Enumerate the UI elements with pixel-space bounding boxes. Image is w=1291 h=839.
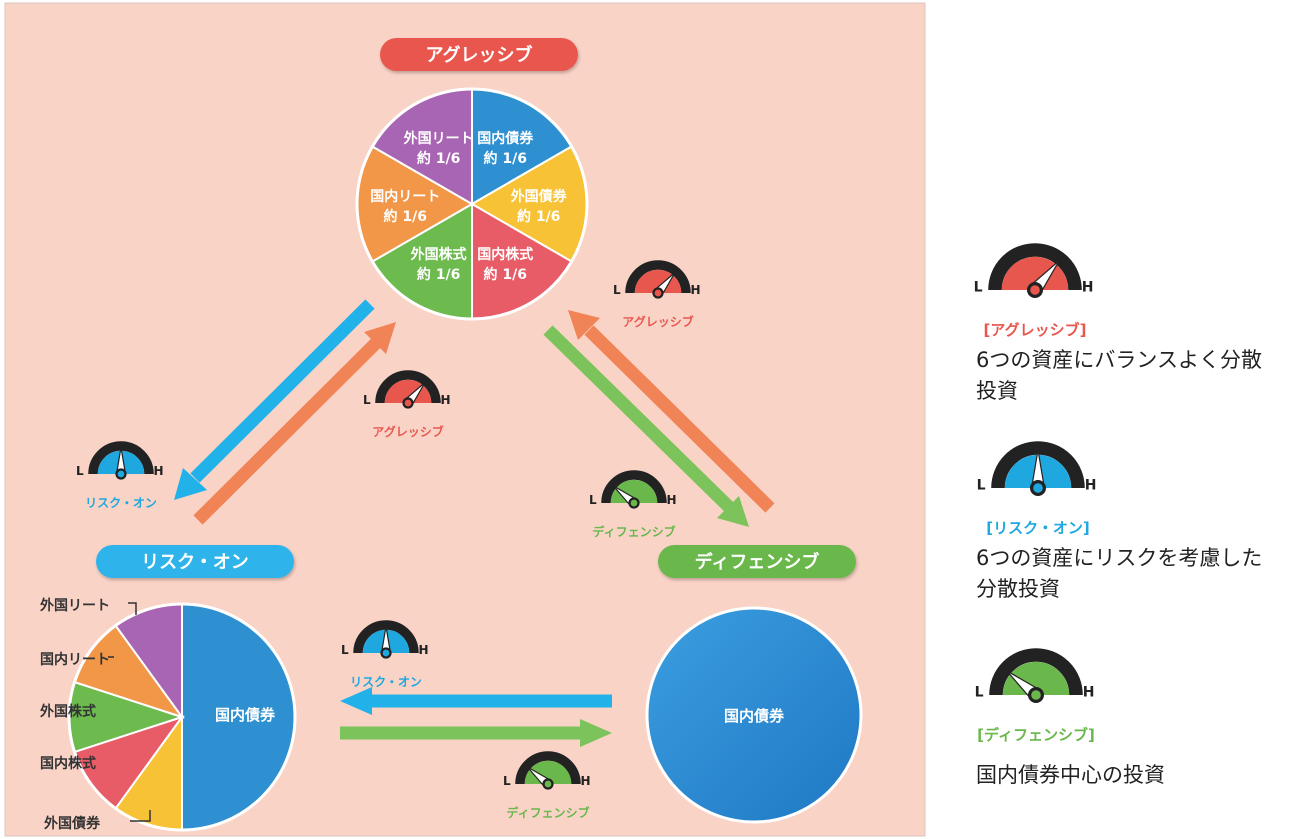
leader-line: [130, 810, 151, 822]
legend-desc-risk-on-line1: 6つの資産にリスクを考慮した: [976, 546, 1263, 570]
gauge-high-label: H: [1085, 477, 1097, 493]
leader-line: [128, 602, 137, 615]
gauge-high-label: H: [1082, 279, 1094, 295]
title-risk-on: リスク・オン: [141, 552, 249, 573]
gauge-high-label: H: [1083, 684, 1095, 700]
pie-risk-on-label-foreign-bond: 外国債券: [44, 815, 101, 832]
pie-aggressive-label-foreign-stock: 外国株式: [411, 246, 467, 263]
pie-risk-on-label-foreign-reit: 外国リート: [40, 597, 110, 614]
legend-desc-risk-on: 6つの資産にリスクを考慮した 分散投資: [976, 543, 1262, 605]
legend-desc-aggressive-line1: 6つの資産にバランスよく分散: [976, 348, 1262, 372]
gauge-high-label: H: [691, 283, 701, 297]
arrow-aggressive-to-defensive: [543, 325, 749, 527]
pie-risk-on: [67, 602, 297, 832]
title-aggressive: アグレッシブ: [425, 44, 532, 66]
pie-risk-on-label-domestic-stock: 国内株式: [40, 755, 96, 772]
gauge-defensive-icon: L H ディフェンシブ: [589, 470, 677, 539]
gauge-risk-on-icon: L H リスク・オン: [341, 620, 429, 689]
gauge-risk-on-icon: L H リスク・オン: [76, 441, 164, 510]
gauge-low-label: L: [341, 643, 349, 657]
title-pill-risk-on: [96, 545, 294, 578]
gauge-caption-defensive: [ディフェンシブ]: [977, 726, 1095, 744]
gauge-high-label: H: [419, 643, 429, 657]
gauge-low-label: L: [589, 493, 597, 507]
gauges-layer: L H アグレッシブ L H アグレッシブ L H リスク・オン L H ディフェンシブ L H リスク・オ…: [76, 243, 1097, 820]
pie-risk-on-label-foreign-stock: 外国株式: [40, 703, 96, 720]
gauge-high-label: H: [581, 774, 591, 788]
gauge-low-label: L: [503, 774, 511, 788]
pie-aggressive-share-foreign-bond: 約 1/6: [517, 208, 560, 225]
legend-desc-aggressive-line2: 投資: [976, 379, 1018, 403]
gauge-low-label: L: [977, 477, 986, 493]
gauge-caption-aggressive: アグレッシブ: [372, 424, 443, 439]
arrows-layer: [174, 299, 775, 747]
pie-aggressive-share-domestic-bond: 約 1/6: [484, 150, 527, 167]
gauge-high-label: H: [154, 464, 164, 478]
gauge-caption-risk-on: リスク・オン: [85, 496, 157, 510]
gauge-aggressive-icon: L H アグレッシブ: [363, 370, 451, 439]
gauge-aggressive-icon: L H [アグレッシブ]: [974, 243, 1094, 339]
gauge-caption-defensive: ディフェンシブ: [506, 805, 589, 820]
pie-defensive-label: 国内債券: [724, 707, 785, 725]
gauge-low-label: L: [613, 283, 621, 297]
title-pill-defensive: [658, 545, 856, 578]
legend-desc-defensive-line1: 国内債券中心の投資: [976, 763, 1165, 787]
pie-aggressive-share-domestic-stock: 約 1/6: [484, 266, 527, 283]
gauge-aggressive-icon: L H アグレッシブ: [613, 260, 701, 329]
gauge-low-label: L: [974, 279, 983, 295]
pie-aggressive-label-domestic-bond: 国内債券: [477, 130, 534, 147]
title-pill-aggressive: [380, 38, 578, 71]
arrow-defensive-to-risk-on: [340, 687, 612, 715]
gauge-defensive-icon: L H [ディフェンシブ]: [975, 648, 1095, 744]
pie-aggressive-share-foreign-reit: 約 1/6: [417, 150, 460, 167]
pie-aggressive-label-domestic-stock: 国内株式: [477, 246, 533, 263]
gauge-caption-aggressive: [アグレッシブ]: [984, 321, 1087, 339]
gauge-caption-risk-on: [リスク・オン]: [986, 519, 1089, 537]
gauge-low-label: L: [363, 393, 371, 407]
pie-risk-on-side-labels: 外国債券 国内株式 外国株式 国内リート 外国リート: [40, 597, 151, 832]
gauge-defensive-icon: L H ディフェンシブ: [503, 751, 591, 820]
legend-desc-defensive: 国内債券中心の投資: [976, 760, 1165, 791]
pie-risk-on-center-label: 国内債券: [215, 706, 276, 724]
pie-risk-on-label-domestic-reit: 国内リート: [40, 651, 110, 668]
legend-desc-aggressive: 6つの資産にバランスよく分散 投資: [976, 345, 1262, 407]
gauge-low-label: L: [76, 464, 84, 478]
pie-aggressive-label-domestic-reit: 国内リート: [370, 188, 440, 205]
arrow-risk-on-to-aggressive: [193, 322, 396, 525]
gauge-caption-aggressive: アグレッシブ: [622, 314, 693, 329]
pie-aggressive-share-foreign-stock: 約 1/6: [417, 266, 460, 283]
gauge-low-label: L: [975, 684, 984, 700]
arrow-aggressive-to-risk-on: [174, 299, 375, 500]
gauge-high-label: H: [441, 393, 451, 407]
gauge-risk-on-icon: L H [リスク・オン]: [977, 441, 1097, 537]
pie-aggressive: [355, 87, 589, 321]
gauge-caption-defensive: ディフェンシブ: [592, 524, 675, 539]
gauge-high-label: H: [667, 493, 677, 507]
arrow-risk-on-to-defensive: [340, 719, 612, 747]
gauge-caption-risk-on: リスク・オン: [350, 675, 422, 689]
pie-defensive: [645, 606, 863, 824]
legend-desc-risk-on-line2: 分散投資: [976, 577, 1060, 601]
pie-aggressive-label-foreign-bond: 外国債券: [511, 188, 568, 205]
arrow-defensive-to-aggressive: [568, 310, 775, 513]
title-defensive: ディフェンシブ: [695, 551, 820, 573]
pie-aggressive-label-foreign-reit: 外国リート: [404, 130, 474, 147]
pie-aggressive-share-domestic-reit: 約 1/6: [384, 208, 427, 225]
